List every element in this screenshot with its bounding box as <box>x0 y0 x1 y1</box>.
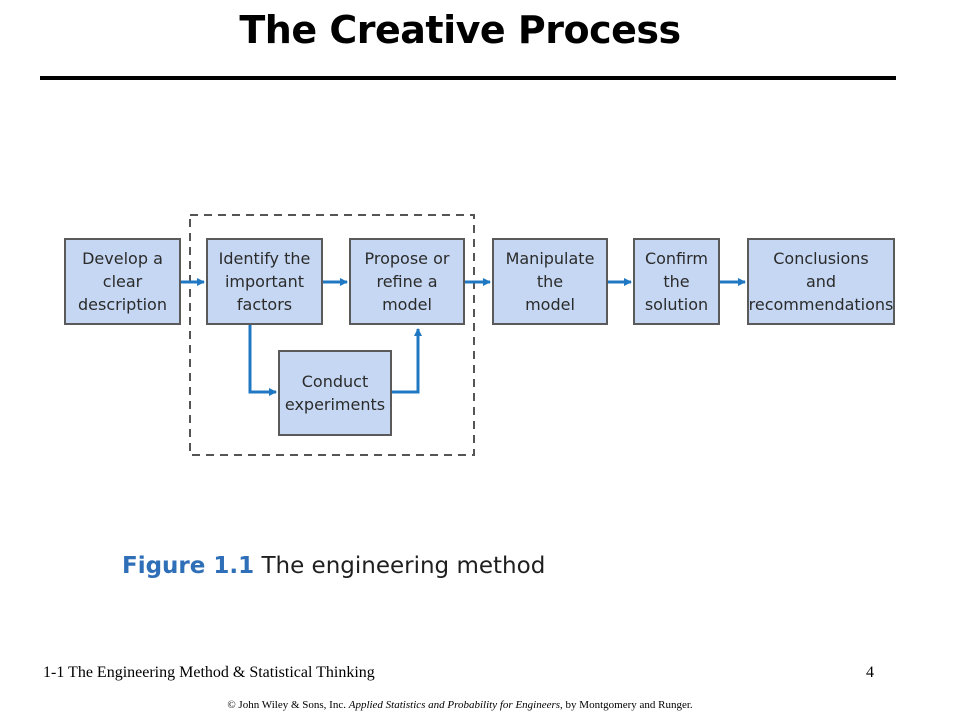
figure-label: Figure 1.1 <box>122 553 255 579</box>
box-conclusions: Conclusions and recommendations <box>747 238 895 325</box>
figure-caption-text: The engineering method <box>254 553 546 579</box>
copyright-prefix: © John Wiley & Sons, Inc. <box>227 699 349 711</box>
box-identify-factors: Identify the important factors <box>206 238 323 325</box>
box-manipulate-model: Manipulate the model <box>492 238 608 325</box>
box-conduct-experiments: Conduct experiments <box>278 350 392 436</box>
box-propose-model: Propose or refine a model <box>349 238 465 325</box>
box-confirm-solution: Confirm the solution <box>633 238 720 325</box>
page-number: 4 <box>866 664 874 681</box>
book-title: Applied Statistics and Probability for E… <box>348 699 561 711</box>
arrow-conduct-to-propose <box>392 328 422 394</box>
box-develop-description: Develop a clear description <box>64 238 181 325</box>
footer-section-title: 1-1 The Engineering Method & Statistical… <box>43 664 375 681</box>
arrow-identify-to-conduct <box>248 325 277 396</box>
title-divider <box>40 76 896 80</box>
copyright-suffix: , by Montgomery and Runger. <box>560 699 693 711</box>
page-title: The Creative Process <box>239 8 681 52</box>
iterative-loop-frame <box>189 214 475 456</box>
figure-caption: Figure 1.1 The engineering method <box>122 553 545 579</box>
copyright-notice: © John Wiley & Sons, Inc. Applied Statis… <box>0 699 920 711</box>
